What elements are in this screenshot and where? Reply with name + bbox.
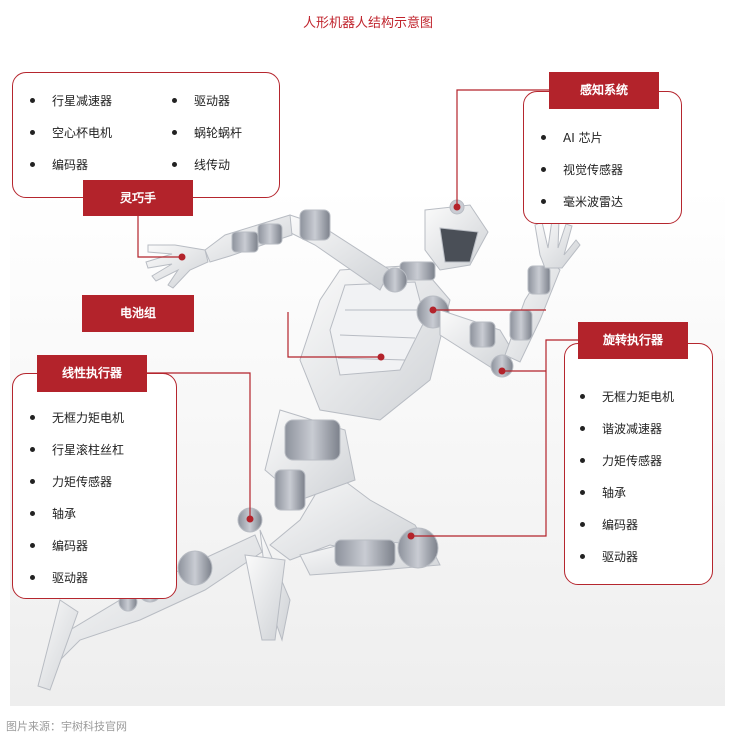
sensing-system-item: AI 芯片 [541, 131, 603, 145]
rotary-actuator-item: 轴承 [579, 486, 627, 500]
linear-actuator-item: 力矩传感器 [29, 475, 113, 489]
rotary-actuator-item: 无框力矩电机 [579, 390, 675, 404]
linear-actuator-item: 驱动器 [29, 571, 89, 585]
linear-actuator-item: 无框力矩电机 [29, 411, 125, 425]
sensing-system-item: 毫米波雷达 [540, 195, 624, 209]
sensing-system-label: 感知系统 [549, 72, 659, 109]
dexterous-hand-item: 空心杯电机 [29, 126, 113, 140]
rotary-actuator-item: 力矩传感器 [579, 454, 663, 468]
dexterous-hand-item: 编码器 [29, 158, 89, 172]
rotary-actuator-item: 驱动器 [579, 550, 639, 564]
linear-actuator-item: 轴承 [29, 507, 77, 521]
dexterous-hand-box [12, 72, 280, 198]
rotary-actuator-item: 编码器 [579, 518, 639, 532]
linear-actuator-item: 行星滚柱丝杠 [29, 443, 125, 457]
dexterous-hand-label: 灵巧手 [83, 180, 193, 216]
linear-actuator-item: 编码器 [29, 539, 89, 553]
sensing-system-item: 视觉传感器 [540, 163, 624, 177]
dexterous-hand-item: 线传动 [171, 158, 231, 172]
battery-pack-label: 电池组 [82, 295, 194, 332]
rotary-actuator-item: 谐波减速器 [579, 422, 663, 436]
rotary-actuator-label: 旋转执行器 [578, 322, 688, 359]
linear-actuator-label: 线性执行器 [37, 355, 147, 392]
diagram-title: 人形机器人结构示意图 [302, 16, 433, 31]
dexterous-hand-item: 蜗轮蜗杆 [171, 126, 243, 140]
linear-actuator-box [12, 373, 177, 599]
image-source-caption: 图片来源：宇树科技官网 [6, 720, 127, 733]
dexterous-hand-item: 行星减速器 [29, 94, 113, 108]
dexterous-hand-item: 驱动器 [171, 94, 231, 108]
